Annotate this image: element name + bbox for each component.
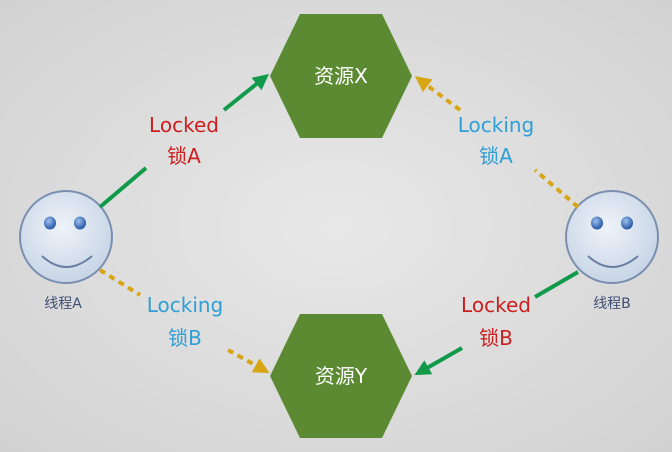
resource-x-hexagon <box>270 14 412 138</box>
edge-b-to-y-arrow <box>414 346 463 376</box>
edge-a-to-x-lock: 锁A <box>167 144 201 168</box>
resource-x: 资源X <box>270 14 412 138</box>
thread-b-label: 线程B <box>593 296 631 312</box>
edge-a-to-x: Locked 锁A <box>98 74 269 209</box>
thread-a: 线程A <box>19 190 113 312</box>
edge-a-to-y: Locking 锁B <box>98 268 270 374</box>
smiley-face-icon <box>565 190 659 284</box>
edge-a-to-y-arrow <box>227 348 270 374</box>
edge-a-to-y-tail <box>98 268 142 297</box>
edge-a-to-y-status: Locking <box>147 293 224 317</box>
edge-b-to-x-status: Locking <box>458 113 535 137</box>
edge-a-to-x-tail <box>98 166 148 209</box>
edge-b-to-y-tail <box>533 270 580 299</box>
edge-b-to-y-status: Locked <box>461 293 531 317</box>
resource-x-label: 资源X <box>314 64 368 88</box>
edge-b-to-y: Locked 锁B <box>414 270 580 376</box>
smiley-face-icon <box>19 190 113 284</box>
edge-b-to-x-tail <box>533 168 580 209</box>
edge-b-to-x-lock: 锁A <box>479 144 513 168</box>
thread-b: 线程B <box>565 190 659 312</box>
edge-b-to-x-arrow <box>414 76 462 112</box>
thread-a-label: 线程A <box>44 296 82 312</box>
edge-b-to-x: Locking 锁A <box>414 76 580 209</box>
edge-a-to-x-arrow <box>222 74 269 112</box>
edge-a-to-x-status: Locked <box>149 113 219 137</box>
resource-y-hexagon <box>270 314 412 438</box>
edge-b-to-y-lock: 锁B <box>479 326 513 350</box>
edge-a-to-y-lock: 锁B <box>168 326 202 350</box>
resource-y: 资源Y <box>270 314 412 438</box>
resource-y-label: 资源Y <box>315 364 368 388</box>
